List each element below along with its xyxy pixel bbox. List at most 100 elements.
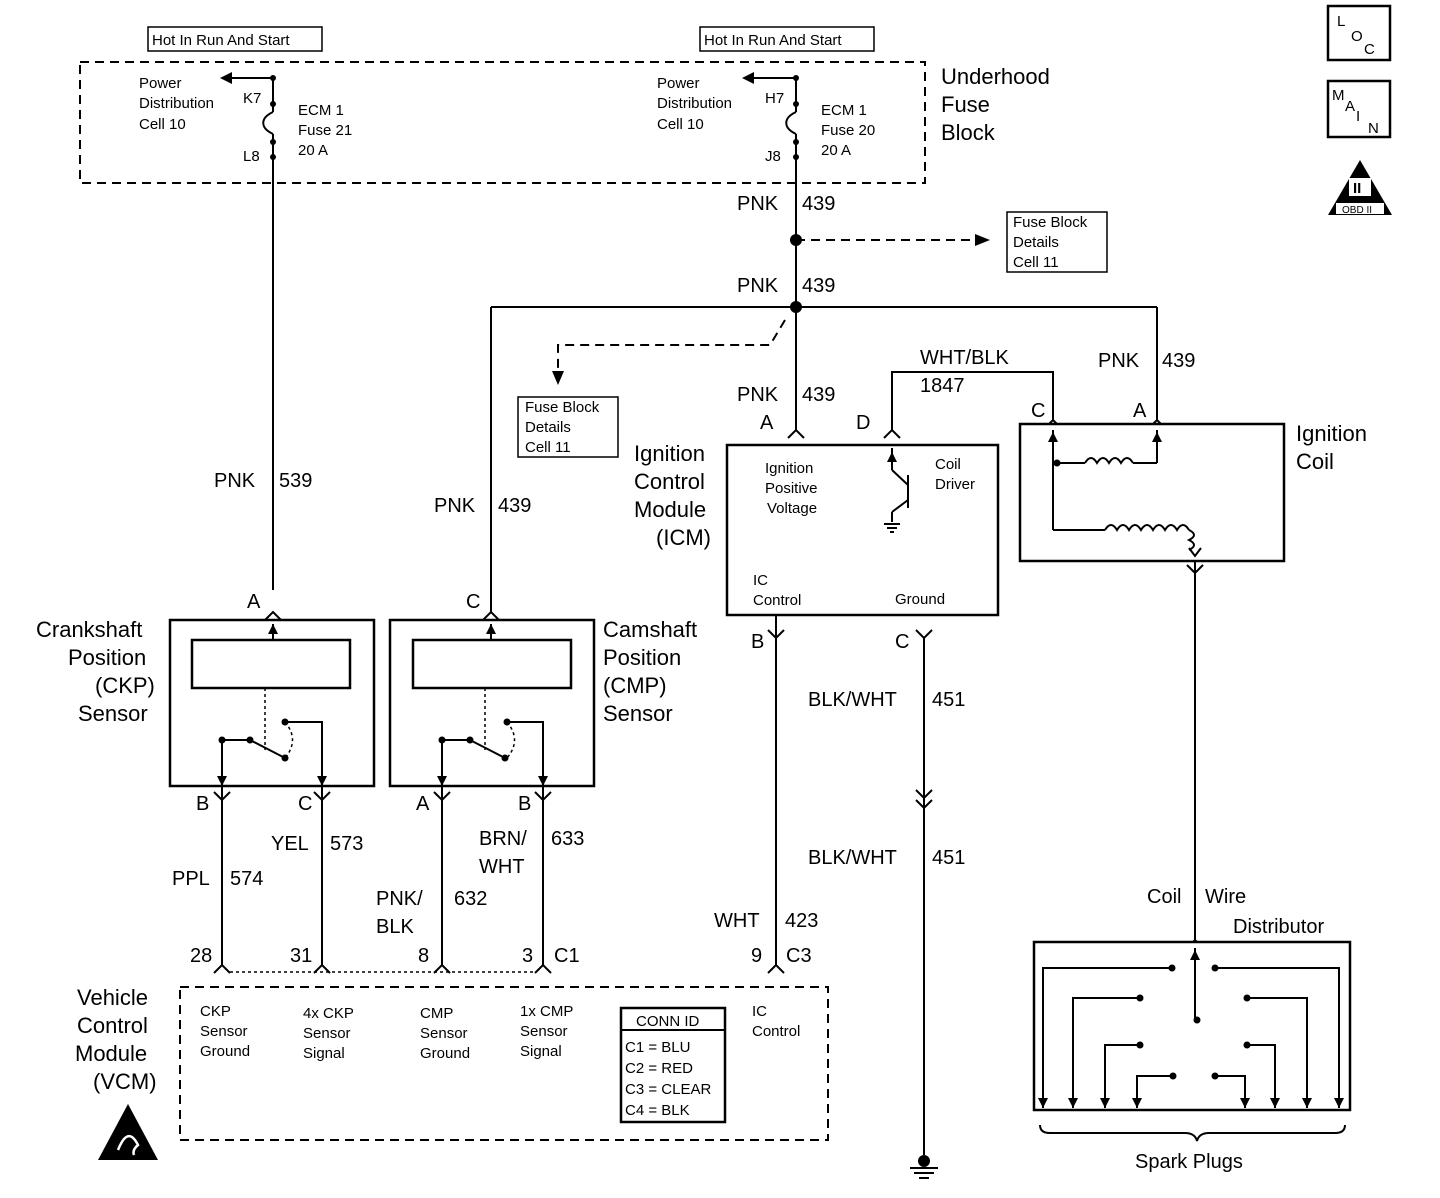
spark-plugs-brace — [1039, 1124, 1346, 1142]
vcm-cmp-signal-3: Signal — [520, 1043, 562, 1060]
vcm-pin-8: 8 — [418, 945, 429, 967]
icm-ground: Ground — [895, 591, 945, 608]
coil-title-2: Coil — [1296, 449, 1334, 474]
ckp-title-1: Crankshaft — [36, 617, 142, 642]
power-dist-right-3: Cell 10 — [657, 116, 704, 133]
ckp-title-2: Position — [68, 645, 146, 670]
vcm-ckp-ground-3: Ground — [200, 1043, 250, 1060]
svg-text:C1 = BLU: C1 = BLU — [625, 1039, 690, 1056]
vcm-pin-9: 9 — [751, 945, 762, 967]
fuse-left-3: 20 A — [298, 142, 328, 159]
vcm-ckp-ground-1: CKP — [200, 1003, 231, 1020]
vcm-cmp-signal-1: 1x CMP — [520, 1003, 573, 1020]
vcm-title-2: Control — [77, 1013, 148, 1038]
hot-in-run-label-left-box — [147, 26, 323, 52]
wire-number-632: 632 — [454, 888, 487, 910]
distributor-label: Distributor — [1233, 916, 1324, 938]
vcm-ckp-signal-2: Sensor — [303, 1025, 351, 1042]
pin-j8: J8 — [765, 148, 781, 165]
icm-coil-driver-1: Coil — [935, 456, 961, 473]
ckp-pin-c: C — [298, 793, 312, 815]
obd-ii-icon: II OBD II — [1328, 160, 1392, 216]
wire-number-439-2: 439 — [802, 275, 835, 297]
wire-color-pnk-539: PNK — [214, 470, 256, 492]
power-dist-left-2: Distribution — [139, 95, 214, 112]
vcm-ckp-ground-2: Sensor — [200, 1023, 248, 1040]
vcm-cmp-signal-2: Sensor — [520, 1023, 568, 1040]
wire-number-451-1: 451 — [932, 689, 965, 711]
wire-number-451-2: 451 — [932, 847, 965, 869]
icm-pin-c: C — [895, 631, 909, 653]
power-dist-left-1: Power — [139, 75, 182, 92]
ground-icon — [910, 1155, 938, 1179]
vcm-title-1: Vehicle — [77, 985, 148, 1010]
ground-wire-451 — [915, 638, 933, 1155]
icm-ic-2: Control — [753, 592, 801, 609]
coil-output-chevron — [1186, 564, 1204, 575]
fuse-details-right — [1006, 211, 1108, 273]
distributor — [1032, 940, 1352, 1112]
fuse-left-1: ECM 1 — [298, 102, 344, 119]
cmp-sensor — [388, 618, 596, 800]
wire-number-633: 633 — [551, 828, 584, 850]
vcm-ic-1: IC — [752, 1003, 767, 1020]
wire-color-brn-wht-2: WHT — [479, 856, 525, 878]
svg-text:A: A — [1345, 98, 1355, 115]
svg-text:II: II — [1353, 180, 1361, 197]
loc-icon: L O C — [1326, 4, 1392, 62]
transistor-icon — [884, 448, 909, 533]
main-icon: M A I N — [1326, 79, 1392, 139]
fuse-details-left-2: Details — [525, 419, 571, 436]
cmp-title-4: Sensor — [603, 701, 673, 726]
wire-number-439-cmp: 439 — [498, 495, 531, 517]
fuse-right-2: Fuse 20 — [821, 122, 875, 139]
vcm-cmp-ground-2: Sensor — [420, 1025, 468, 1042]
coil-wire-label-2: Wire — [1205, 886, 1246, 908]
icm-title-4: (ICM) — [656, 525, 711, 550]
wire-color-wht: WHT — [714, 910, 760, 932]
coil-pin-a: A — [1133, 400, 1147, 422]
icm-box — [725, 443, 1000, 617]
wire-color-ppl: PPL — [172, 868, 210, 890]
icm-ic-1: IC — [753, 572, 768, 589]
fuse-21 — [220, 72, 276, 590]
icm-pin-d: D — [856, 412, 870, 434]
wire-color-yel: YEL — [271, 833, 309, 855]
svg-text:M: M — [1332, 87, 1345, 104]
pin-h7: H7 — [765, 90, 784, 107]
wire-number-574: 574 — [230, 868, 263, 890]
spark-plugs-label: Spark Plugs — [1135, 1151, 1243, 1173]
arrow-right-icon — [975, 234, 990, 246]
svg-text:O: O — [1351, 28, 1363, 45]
vcm-pin-3: 3 — [522, 945, 533, 967]
wire-number-439-coil: 439 — [1162, 350, 1195, 372]
vcm-cmp-ground-3: Ground — [420, 1045, 470, 1062]
wire-wht-blk-1847 — [891, 371, 1054, 430]
pin-k7: K7 — [243, 90, 261, 107]
dashed-to-fuse-details-left — [557, 319, 786, 372]
fuse-right-3: 20 A — [821, 142, 851, 159]
svg-text:N: N — [1368, 120, 1379, 137]
vcm-ckp-signal-3: Signal — [303, 1045, 345, 1062]
wire-color-pnk-blk-2: BLK — [376, 916, 414, 938]
svg-text:OBD II: OBD II — [1342, 205, 1372, 216]
cmp-title-3: (CMP) — [603, 673, 667, 698]
fuse-right-1: ECM 1 — [821, 102, 867, 119]
wire-color-brn-wht-1: BRN/ — [479, 828, 527, 850]
wire-number-573: 573 — [330, 833, 363, 855]
power-dist-right-1: Power — [657, 75, 700, 92]
svg-text:C2 = RED: C2 = RED — [625, 1060, 693, 1077]
wire-color-pnk-blk-1: PNK/ — [376, 888, 423, 910]
svg-text:C3 = CLEAR: C3 = CLEAR — [625, 1081, 711, 1098]
svg-text:CONN ID: CONN ID — [636, 1013, 700, 1030]
wire-number-439-3: 439 — [802, 384, 835, 406]
icm-pin-a: A — [760, 412, 774, 434]
cmp-pin-c: C — [466, 591, 480, 613]
fuse-details-right-2: Details — [1013, 234, 1059, 251]
pin-l8: L8 — [243, 148, 260, 165]
vcm-pin-28: 28 — [190, 945, 212, 967]
power-dist-left-3: Cell 10 — [139, 116, 186, 133]
arrow-down-icon — [552, 371, 564, 385]
coil-windings-icon — [1048, 430, 1202, 558]
wire-color-wht-blk: WHT/BLK — [920, 347, 1010, 369]
